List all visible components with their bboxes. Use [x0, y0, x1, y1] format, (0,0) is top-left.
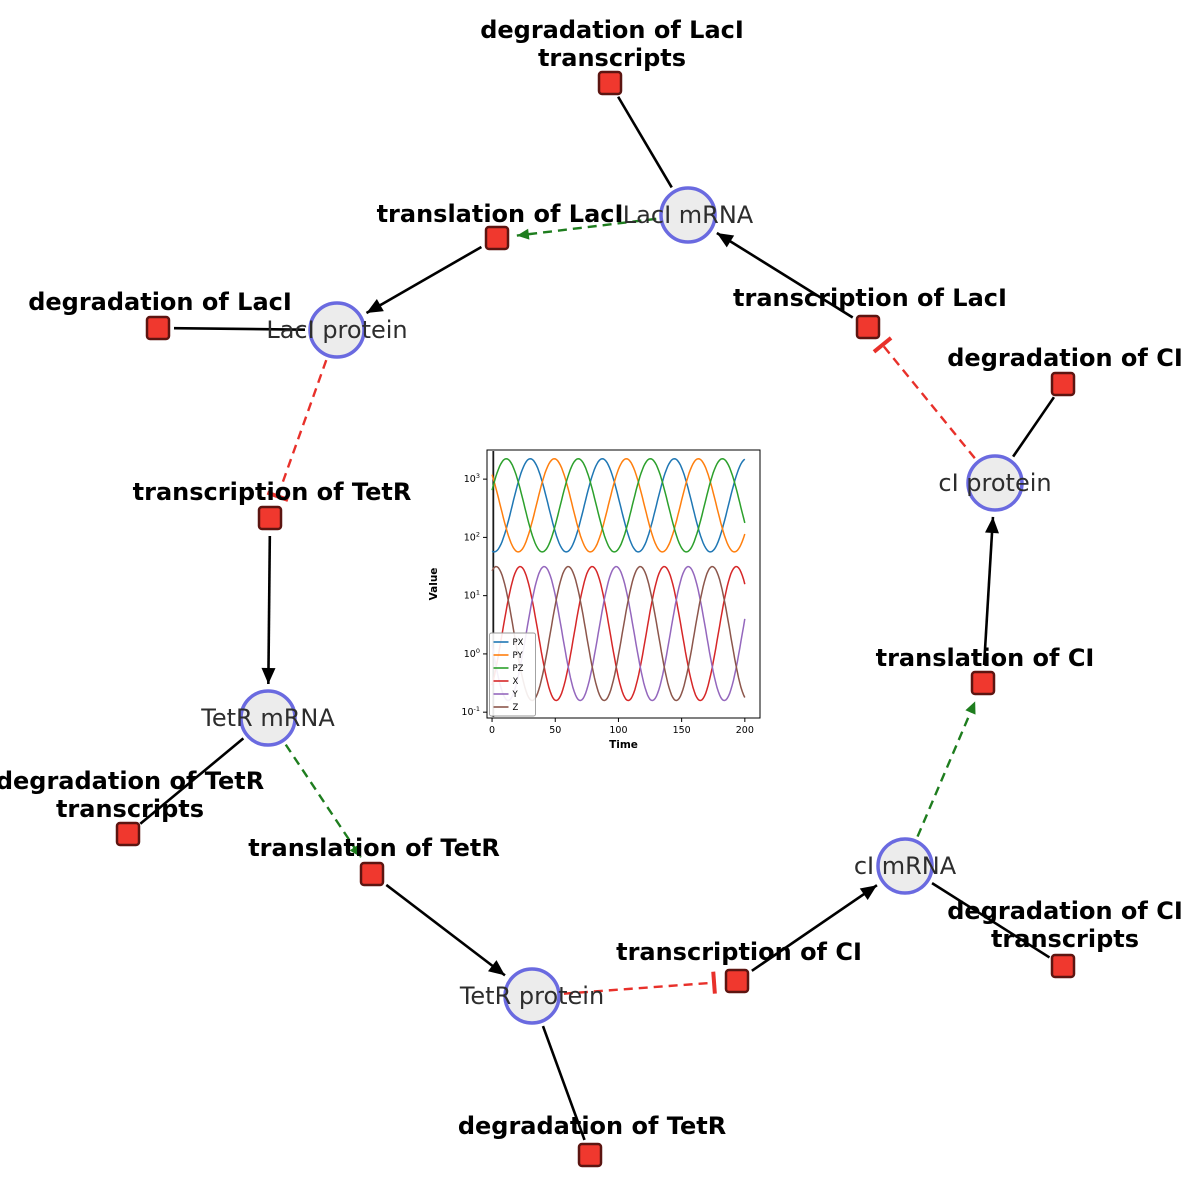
edge-production-transl_ci-ci_protein: [982, 516, 999, 666]
x-tick-label: 150: [673, 725, 691, 736]
edge-modifier-ci_mrna-transl_ci: [916, 700, 977, 838]
species-node-tetr_mrna[interactable]: [239, 689, 297, 747]
legend-entry-PY: PY: [513, 651, 524, 661]
reaction-label-deg_laci: degradation of LacI: [28, 288, 292, 316]
legend-entry-Y: Y: [512, 690, 519, 700]
species-node-laci_protein[interactable]: [308, 301, 366, 359]
edge-production-transl_tetr-tetr_protein: [385, 883, 506, 977]
edge-modifier-laci_mrna-transl_laci: [516, 217, 657, 240]
reaction-node-transl_tetr[interactable]: [359, 861, 385, 887]
species-label-ci_protein: cI protein: [938, 469, 1051, 497]
reaction-label-transl_laci: translation of LacI: [377, 200, 624, 228]
y-tick-label: 100: [464, 647, 480, 660]
species-label-ci_mrna: cI mRNA: [854, 852, 957, 880]
reaction-node-deg_ci[interactable]: [1050, 371, 1076, 397]
edge-consumption-laci_protein-deg_laci: [173, 326, 306, 331]
reaction-label-deg_tetr: degradation of TetR: [458, 1112, 726, 1140]
reaction-node-transl_ci[interactable]: [970, 670, 996, 696]
reaction-label-tx_tetr: transcription of TetR: [133, 478, 412, 506]
series-PX: [491, 458, 746, 553]
series-PZ: [491, 458, 746, 553]
edges-layer: [139, 96, 1056, 1141]
edge-inhibition-laci_protein-tx_tetr: [266, 359, 328, 502]
edge-modifier-tetr_mrna-transl_tetr: [284, 743, 362, 859]
reaction-node-deg_tetr[interactable]: [577, 1142, 603, 1168]
nodes-layer: [115, 70, 1076, 1168]
x-axis-label: Time: [609, 739, 638, 751]
reaction-node-tx_laci[interactable]: [855, 314, 881, 340]
series-Y: [491, 565, 746, 702]
y-tick-label: 10-1: [461, 705, 480, 718]
edge-inhibition-tetr_protein-tx_ci: [563, 971, 717, 995]
reaction-label-tx_laci: transcription of LacI: [733, 284, 1007, 312]
x-tick-label: 0: [489, 725, 495, 736]
edge-inhibition-ci_protein-tx_laci: [872, 336, 976, 459]
y-tick-label: 101: [464, 589, 480, 602]
y-axis-label: Value: [428, 568, 440, 601]
species-node-ci_protein[interactable]: [966, 454, 1024, 512]
edge-consumption-ci_mrna-deg_ci_tx: [931, 882, 1051, 959]
plot-legend: PX PY PZ XYZ: [489, 632, 536, 717]
edge-production-transl_laci-laci_protein: [365, 245, 483, 315]
edge-consumption-tetr_mrna-deg_tetr_tx: [139, 737, 245, 825]
species-node-tetr_protein[interactable]: [503, 967, 561, 1025]
reaction-node-deg_ci_tx[interactable]: [1050, 953, 1076, 979]
reaction-node-transl_laci[interactable]: [484, 225, 510, 251]
reaction-node-deg_laci[interactable]: [145, 315, 171, 341]
series-PY: [491, 458, 746, 553]
legend-entry-PX: PX: [513, 638, 524, 648]
reaction-node-deg_tetr_tx[interactable]: [115, 821, 141, 847]
species-node-ci_mrna[interactable]: [876, 837, 934, 895]
legend-entry-PZ: PZ: [513, 664, 524, 674]
y-tick-label: 102: [464, 530, 480, 543]
edge-production-tx_ci-ci_mrna: [751, 884, 878, 972]
reaction-label-tx_ci: transcription of CI: [616, 938, 862, 966]
species-label-laci_mrna: LacI mRNA: [623, 201, 754, 229]
edge-production-tx_tetr-tetr_mrna: [261, 535, 276, 685]
edge-consumption-laci_mrna-deg_laci_tx: [617, 96, 673, 189]
y-tick-label: 103: [464, 472, 480, 485]
reaction-label-transl_tetr: translation of TetR: [248, 834, 500, 862]
x-tick-label: 50: [549, 725, 561, 736]
reaction-node-tx_ci[interactable]: [724, 968, 750, 994]
species-label-tetr_protein: TetR protein: [459, 982, 604, 1010]
x-tick-label: 200: [736, 725, 754, 736]
species-label-laci_protein: LacI protein: [266, 316, 407, 344]
reaction-node-deg_laci_tx[interactable]: [597, 70, 623, 96]
edge-consumption-ci_protein-deg_ci: [1012, 396, 1056, 458]
legend-entry-Z: Z: [513, 703, 519, 713]
reaction-node-tx_tetr[interactable]: [257, 505, 283, 531]
species-label-tetr_mrna: TetR mRNA: [200, 704, 335, 732]
species-node-laci_mrna[interactable]: [659, 186, 717, 244]
x-tick-label: 100: [609, 725, 627, 736]
edge-consumption-tetr_protein-deg_tetr: [541, 1025, 586, 1141]
edge-production-tx_laci-laci_mrna: [716, 231, 854, 319]
legend-entry-X: X: [513, 677, 519, 687]
reaction-label-deg_ci: degradation of CI: [947, 344, 1183, 372]
reaction-label-transl_ci: translation of CI: [876, 644, 1095, 672]
series-X: [491, 565, 746, 702]
